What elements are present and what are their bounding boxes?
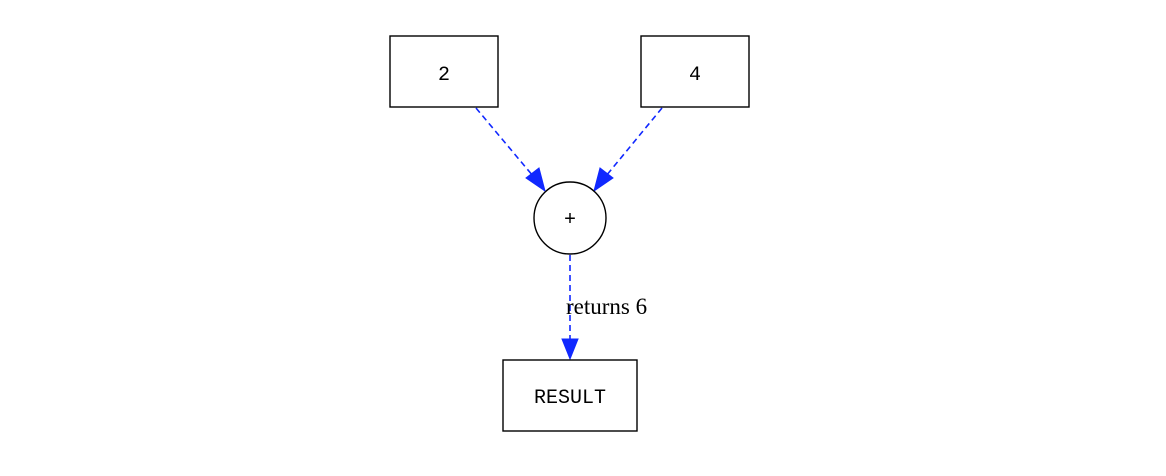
arrowhead-icon [561,338,579,361]
node-input-left: 2 [389,35,499,108]
node-result: RESULT [502,359,638,432]
node-input-left-label: 2 [438,64,450,87]
node-result-label: RESULT [534,387,606,410]
node-input-right: 4 [640,35,750,108]
arrowhead-icon [525,167,546,193]
node-input-right-label: 4 [689,64,701,87]
edge-label-returns: returns 6 [566,294,647,319]
arrowhead-icon [593,167,614,193]
node-operator-label: + [564,209,576,232]
edge-left-to-operator [475,107,546,193]
edge-right-to-operator [593,107,663,193]
node-operator: + [533,181,607,255]
edge-operator-to-result [561,255,579,361]
